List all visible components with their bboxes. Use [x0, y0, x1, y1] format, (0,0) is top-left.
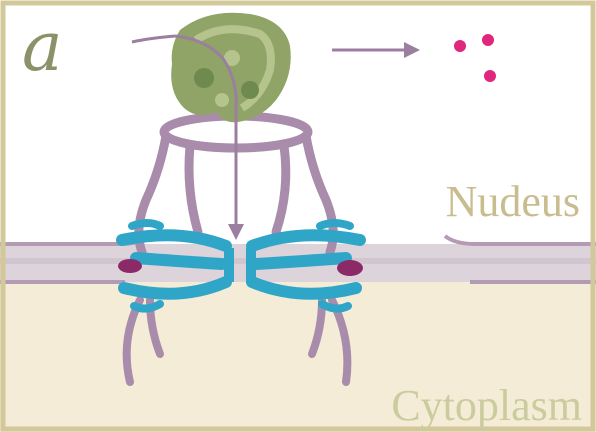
panel-letter: a: [22, 14, 63, 82]
nucleus-label: Nudeus: [446, 180, 580, 224]
cytoplasm-label: Cytoplasm: [391, 384, 582, 428]
